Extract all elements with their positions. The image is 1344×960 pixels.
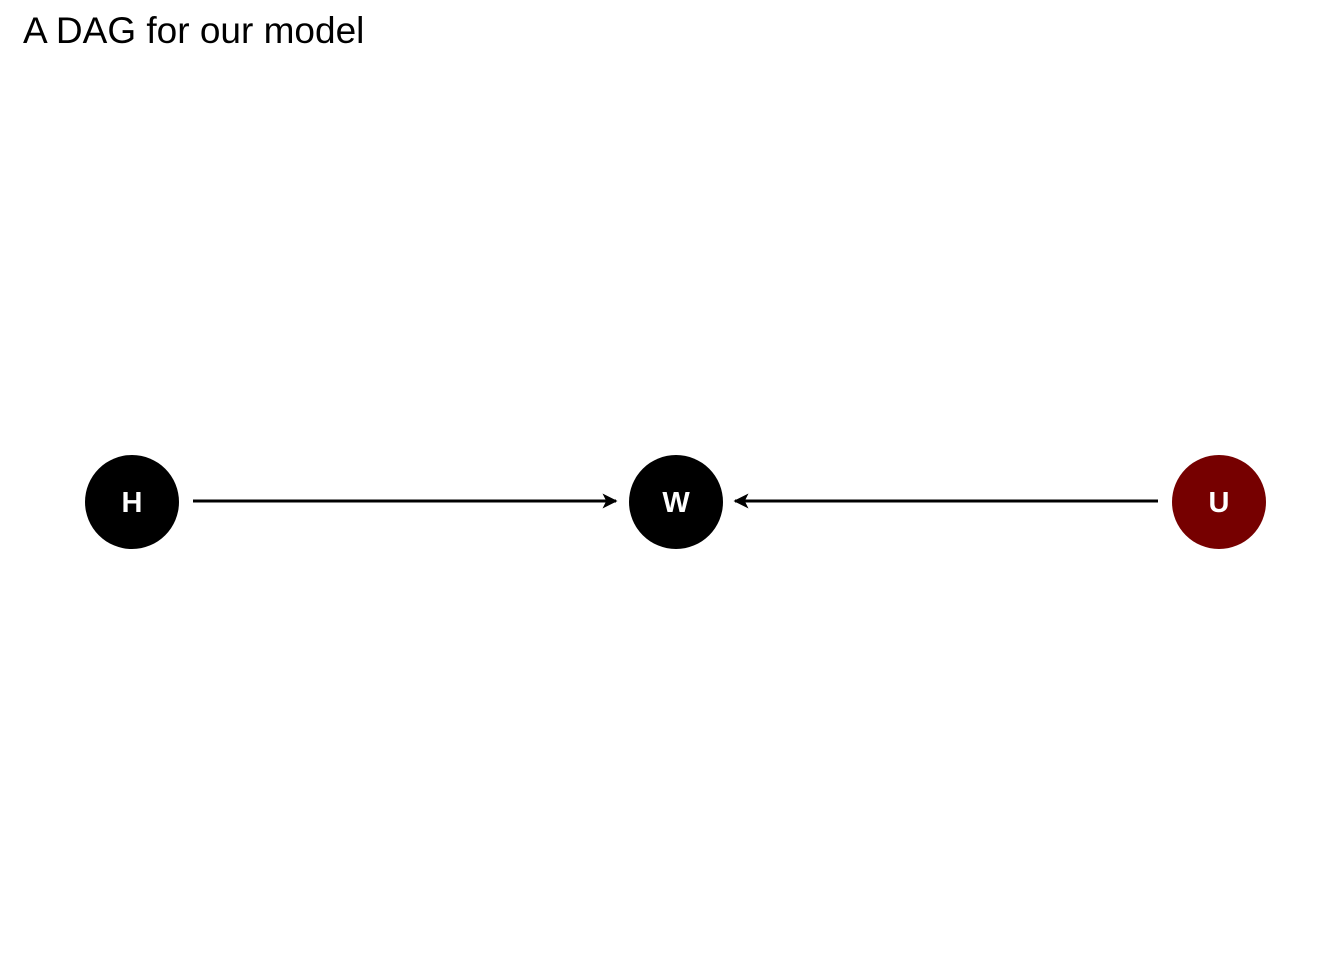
node-h: H	[85, 455, 179, 549]
node-u-circle	[1172, 455, 1266, 549]
node-w-circle	[629, 455, 723, 549]
node-h-circle	[85, 455, 179, 549]
node-w: W	[629, 455, 723, 549]
node-u: U	[1172, 455, 1266, 549]
node-u-label: U	[1209, 487, 1230, 519]
diagram-title: A DAG for our model	[23, 10, 365, 51]
node-w-label: W	[662, 487, 690, 519]
node-h-label: H	[122, 487, 143, 519]
